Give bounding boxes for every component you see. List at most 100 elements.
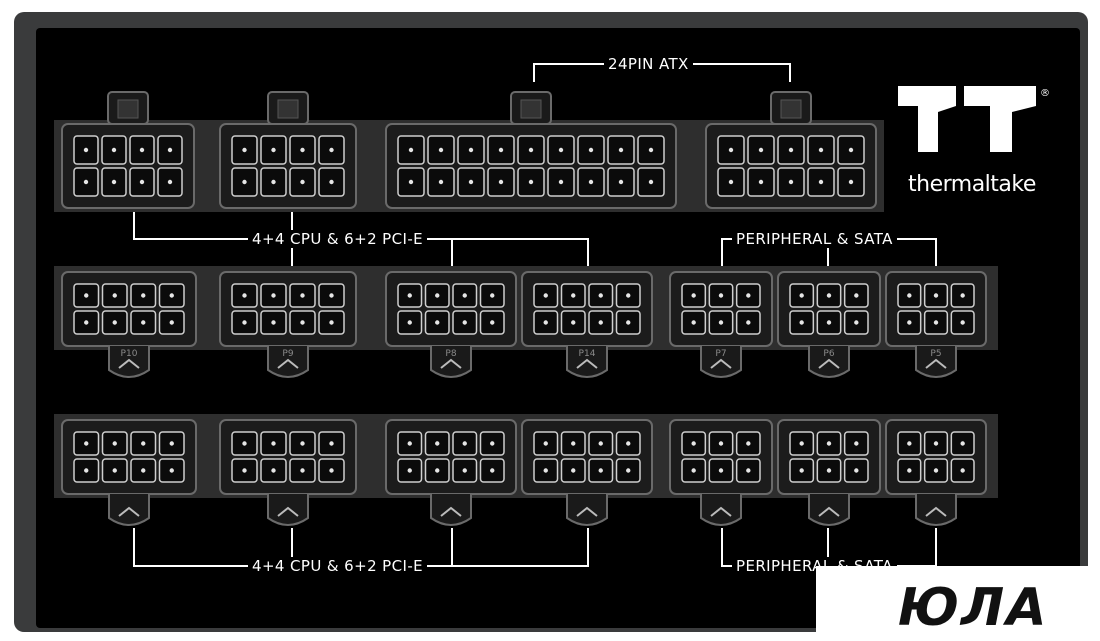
pin-dot [718,468,724,473]
pin-dot [648,179,654,185]
pin-dot [112,468,117,473]
pin-dot [242,320,247,325]
port-number-label: P8 [445,349,456,359]
pin-dot [468,147,474,153]
pin-dot [111,179,117,185]
pin-dot [818,147,824,153]
pin-dot [691,293,696,298]
pin-dot [543,320,548,325]
pin-dot [746,441,751,446]
pin-dot [718,441,724,446]
pin-dot [490,320,495,325]
pin-dot [758,147,764,153]
pin-dot [84,441,89,446]
pin-dot [558,179,564,185]
pin-dot [271,179,276,185]
pin-dot [83,147,89,153]
port-number-label: P9 [282,349,293,359]
tt-logo-icon [898,86,1036,152]
pin-dot [854,320,859,325]
pin-dot [141,293,146,298]
pin-dot [598,441,603,446]
pin-dot [139,147,145,153]
pin-dot [329,441,334,446]
pin-dot [907,320,912,325]
connector-socket [705,91,877,209]
pin-dot [490,468,495,473]
pin-dot [598,293,603,298]
connector-socket [885,419,987,526]
pin-dot [571,441,576,446]
pin-dot [462,441,467,446]
pin-dot [691,468,696,473]
pin-dot [960,468,965,473]
pin-dot [271,468,276,473]
pin-dot [300,147,305,153]
pin-dot [758,179,764,185]
pin-dot [691,320,696,325]
pin-dot [543,293,548,298]
cpu-pcie-label-bottom: 4+4 CPU & 6+2 PCI-E [248,557,428,575]
connector-socket: P10 [61,271,197,378]
pin-dot [490,293,495,298]
pin-dot [933,293,939,298]
pin-dot [242,468,247,473]
connector-socket: P14 [521,271,653,378]
pin-dot [300,179,305,185]
pin-dot [598,320,603,325]
pin-dot [271,441,276,446]
pin-dot [167,179,173,185]
pin-dot [498,147,504,153]
pin-dot [854,293,859,298]
port-number-label: P6 [823,349,834,359]
pin-dot [139,179,145,185]
cpu-pcie-label-top: 4+4 CPU & 6+2 PCI-E [248,230,428,248]
pin-dot [588,147,594,153]
pin-dot [141,468,146,473]
pin-dot [788,179,794,185]
connector-socket: P9 [219,271,357,378]
pin-dot [167,147,173,153]
pin-dot [242,179,247,185]
pin-dot [271,147,276,153]
pin-dot [848,147,854,153]
pin-dot [468,179,474,185]
pin-dot [626,441,631,446]
pin-dot [141,320,146,325]
pin-dot [960,320,965,325]
pin-dot [933,320,939,325]
pin-dot [435,441,440,446]
pin-dot [462,320,467,325]
port-number-label: P7 [715,349,726,359]
connector-socket [385,91,677,209]
pin-dot [626,468,631,473]
pin-dot [300,441,305,446]
pin-dot [618,147,624,153]
connector-socket: P8 [385,271,517,378]
connector-socket [61,91,195,209]
pin-dot [435,320,440,325]
pin-dot [728,179,734,185]
port-number-label: P14 [579,349,596,359]
pin-dot [848,179,854,185]
pin-dot [691,441,696,446]
pin-dot [543,441,548,446]
pin-dot [558,147,564,153]
pin-dot [169,468,174,473]
pin-dot [626,320,631,325]
pin-dot [528,147,534,153]
pin-dot [571,320,576,325]
pin-dot [907,468,912,473]
pin-dot [112,441,117,446]
pin-dot [112,320,117,325]
connector-socket [521,419,653,526]
pin-dot [329,179,334,185]
watermark-box [816,566,1100,641]
pin-dot [528,179,534,185]
pin-dot [84,468,89,473]
connector-socket [669,419,773,526]
pin-dot [799,293,804,298]
pin-dot [435,293,440,298]
pin-dot [271,320,276,325]
